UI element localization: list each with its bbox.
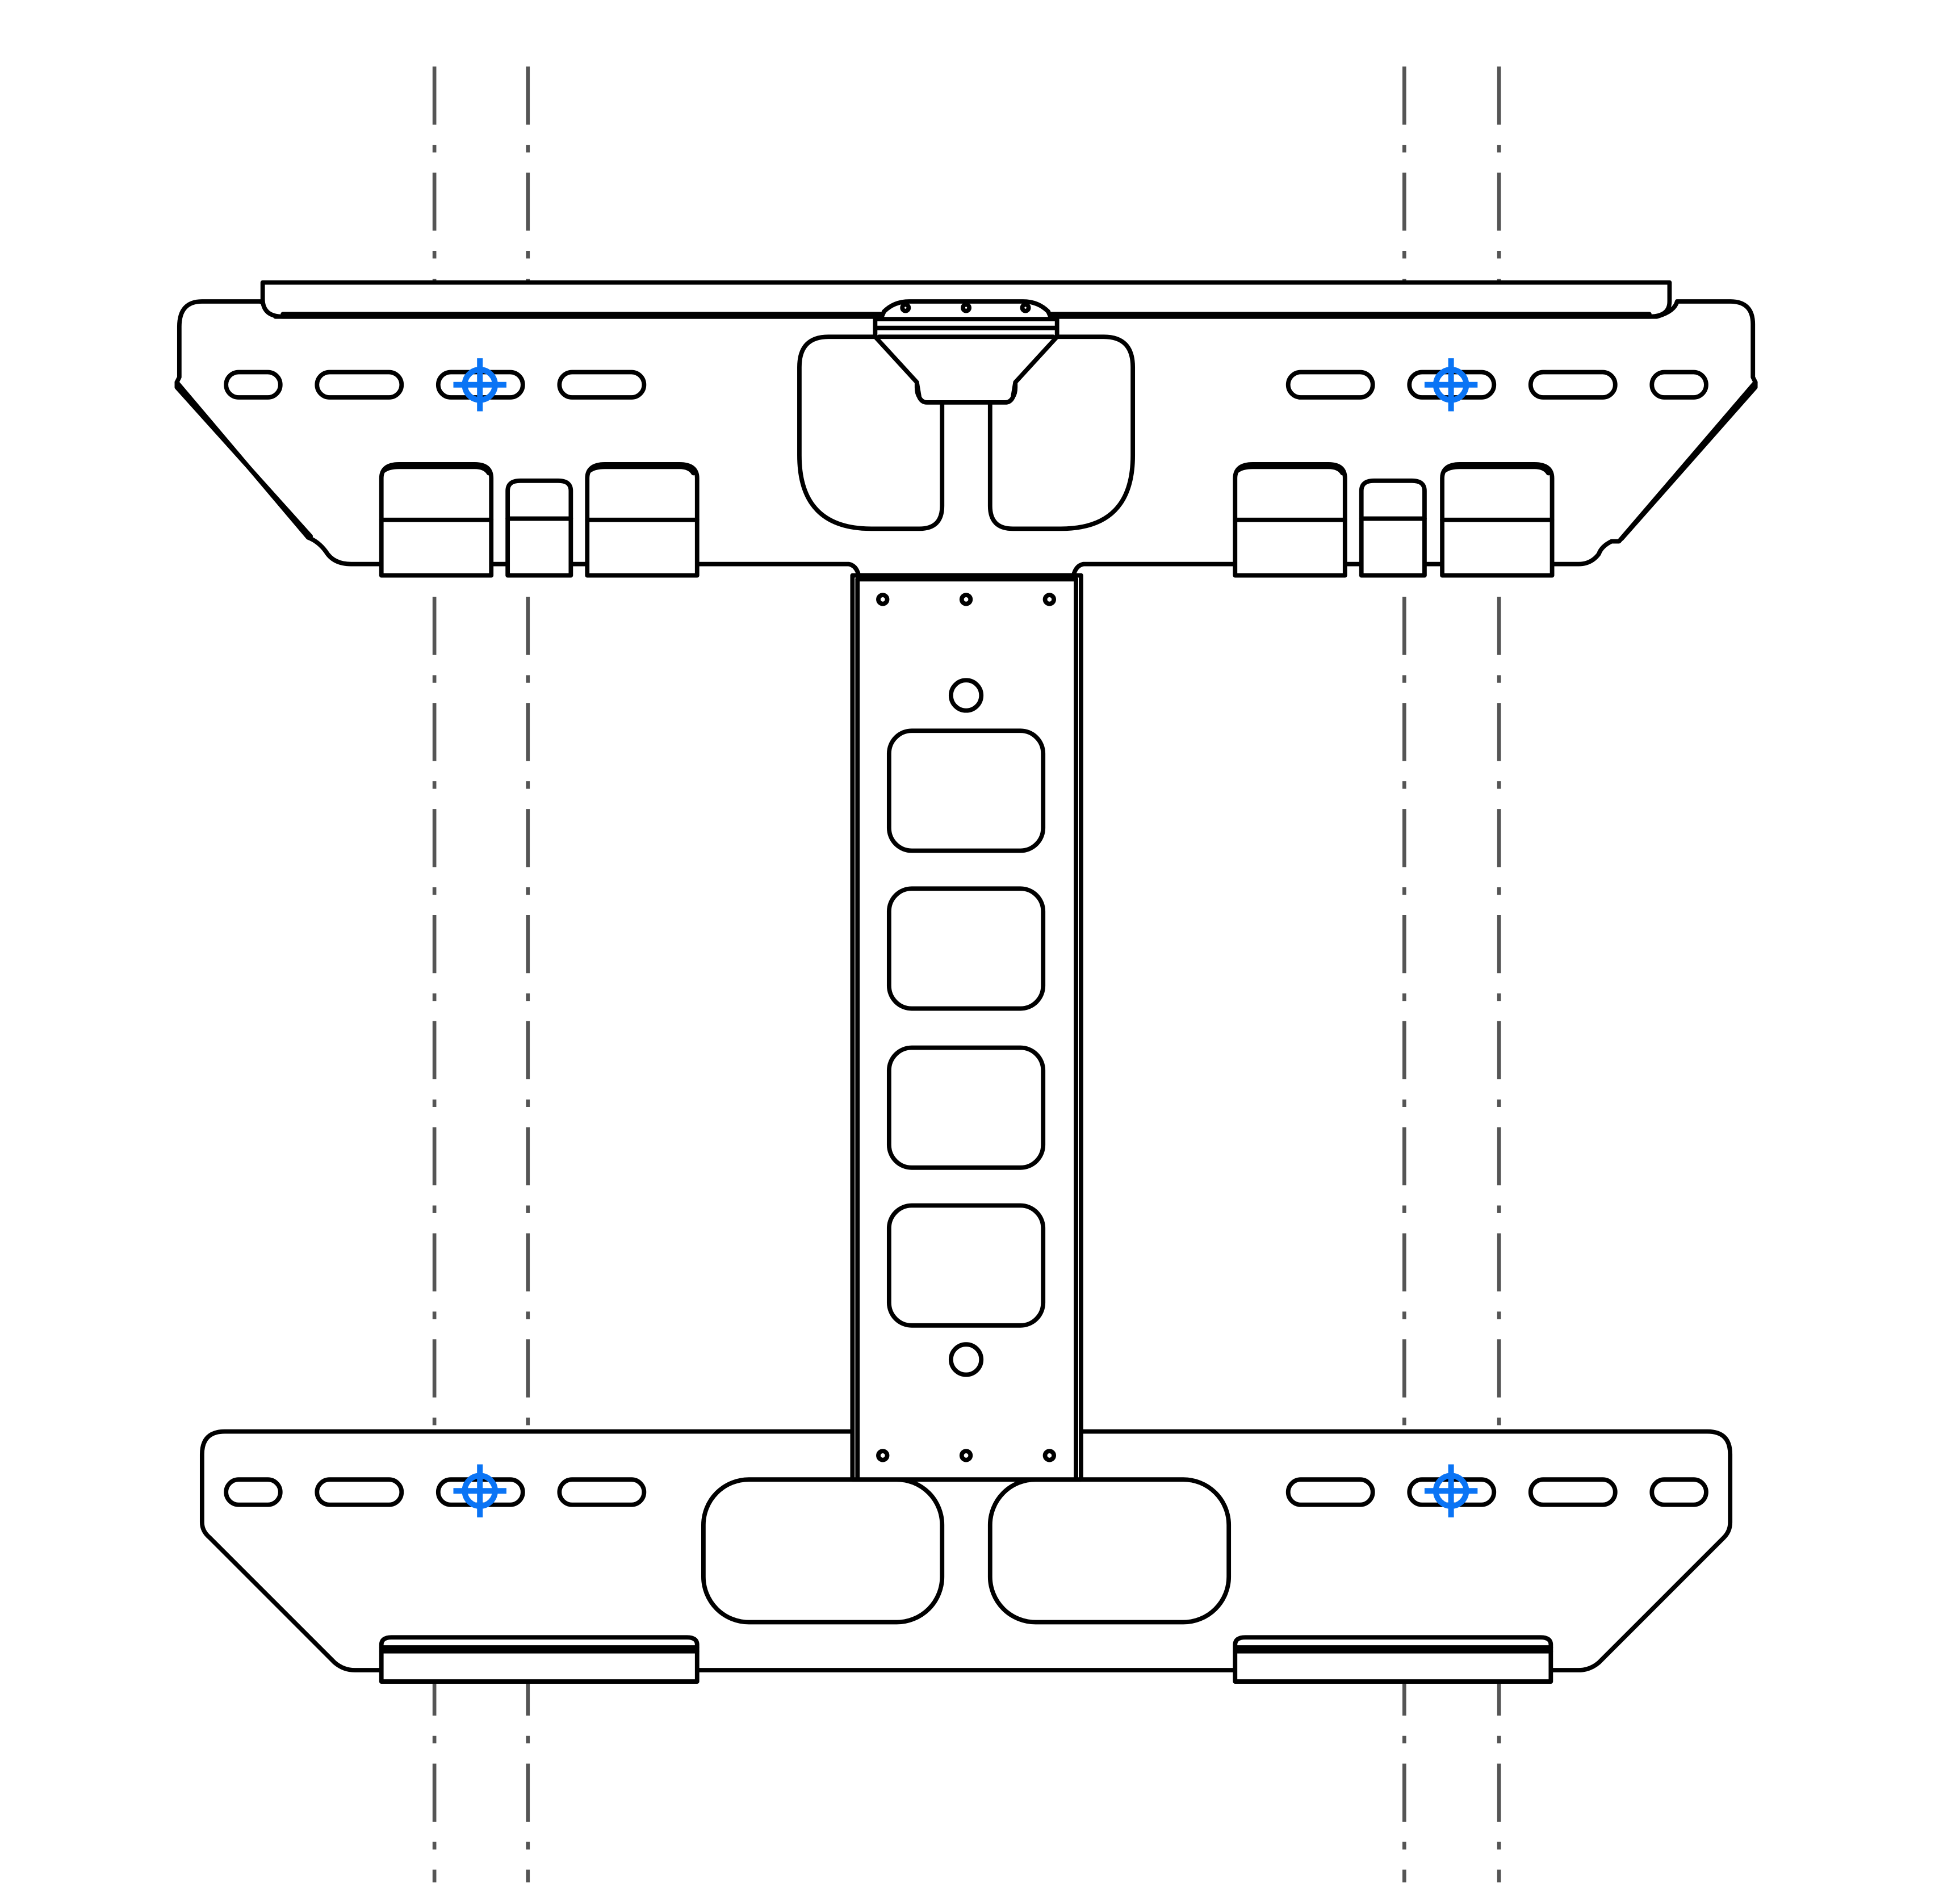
spine-cutout bbox=[886, 728, 1046, 853]
marker-group bbox=[453, 358, 1478, 1517]
mounting-slot bbox=[224, 1477, 283, 1507]
center-spine bbox=[850, 573, 1083, 1482]
center-wedge bbox=[873, 317, 1059, 405]
bottom-flange bbox=[379, 1635, 700, 1684]
spine-cutout bbox=[886, 1203, 1046, 1328]
mounting-slot bbox=[557, 370, 647, 400]
mounting-slot bbox=[1649, 370, 1708, 400]
lower-cutout bbox=[701, 1477, 945, 1625]
crosshair-icon bbox=[453, 1464, 506, 1517]
mounting-slot bbox=[315, 1477, 404, 1507]
lower-cutout bbox=[987, 1477, 1232, 1625]
mounting-slot bbox=[1528, 370, 1618, 400]
hook-tab bbox=[505, 478, 573, 578]
crosshair-icon bbox=[1424, 358, 1478, 412]
crosshair-icon bbox=[1424, 1464, 1478, 1517]
mounting-slot bbox=[1285, 1477, 1375, 1507]
spine-hole bbox=[948, 678, 984, 713]
top-plate bbox=[174, 280, 1758, 578]
mounting-slot bbox=[1528, 1477, 1618, 1507]
spine-outline bbox=[850, 573, 1083, 1482]
spine-cutout bbox=[886, 886, 1046, 1011]
mounting-slot bbox=[557, 1477, 647, 1507]
bottom-plate bbox=[199, 1429, 1733, 1684]
mounting-slot bbox=[1285, 370, 1375, 400]
bottom-flange bbox=[1233, 1635, 1553, 1684]
spine-cutout bbox=[886, 1045, 1046, 1170]
mounting-slot bbox=[1649, 1477, 1708, 1507]
spine-hole bbox=[948, 1342, 984, 1377]
mounting-slot bbox=[315, 370, 404, 400]
crosshair-icon bbox=[453, 358, 506, 412]
mounting-slot bbox=[224, 370, 283, 400]
hook-tab bbox=[1359, 478, 1427, 578]
